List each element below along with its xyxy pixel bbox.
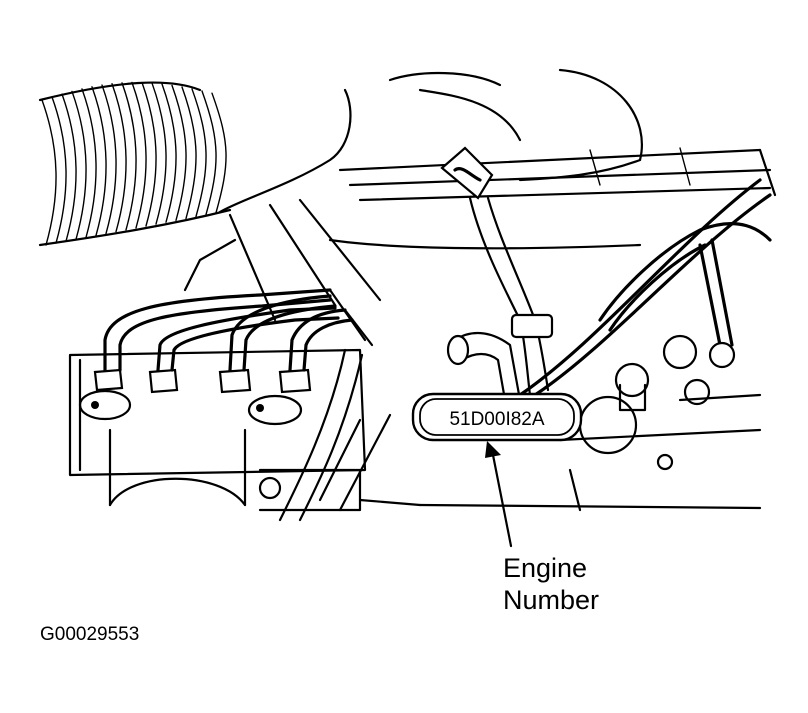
elbow-hose (446, 332, 522, 402)
injector-nuts (93, 368, 312, 394)
hose-rib (151, 82, 167, 225)
hose-rib (61, 93, 77, 242)
fuel-lines (103, 288, 374, 372)
dipstick (440, 146, 554, 397)
hose-rib (191, 88, 207, 218)
hose-rib (81, 88, 97, 239)
hose-rib (41, 99, 57, 246)
diagonal-bracket (183, 198, 382, 322)
hose-rib (171, 84, 187, 221)
hose-rib (181, 86, 197, 220)
hose-rib (121, 82, 137, 231)
hose-rib (211, 92, 227, 214)
callout-arrow (485, 441, 513, 548)
engine-number-text: 51D00I82A (449, 409, 544, 430)
hose-rib (51, 96, 67, 244)
return-lines (278, 348, 392, 522)
hose-rib (141, 81, 157, 227)
corrugated-air-hose (38, 81, 232, 247)
figure-id: G00029553 (40, 624, 139, 645)
valve-cover (328, 147, 777, 250)
hose-rib (101, 84, 117, 235)
hose-rib (161, 83, 177, 223)
hose-rib (91, 86, 107, 237)
hose-rib (111, 83, 127, 233)
engine-number-plate: 51D00I82A (411, 392, 583, 442)
upper-housing (218, 68, 643, 214)
callout-label-line1: Engine (503, 553, 587, 583)
hose-rib (131, 81, 147, 229)
right-fittings (358, 334, 762, 512)
hose-rib (201, 90, 217, 216)
hose-rib (71, 90, 87, 240)
callout-label-line2: Number (503, 585, 599, 615)
right-wires (518, 178, 772, 397)
injector-pump (68, 348, 367, 512)
